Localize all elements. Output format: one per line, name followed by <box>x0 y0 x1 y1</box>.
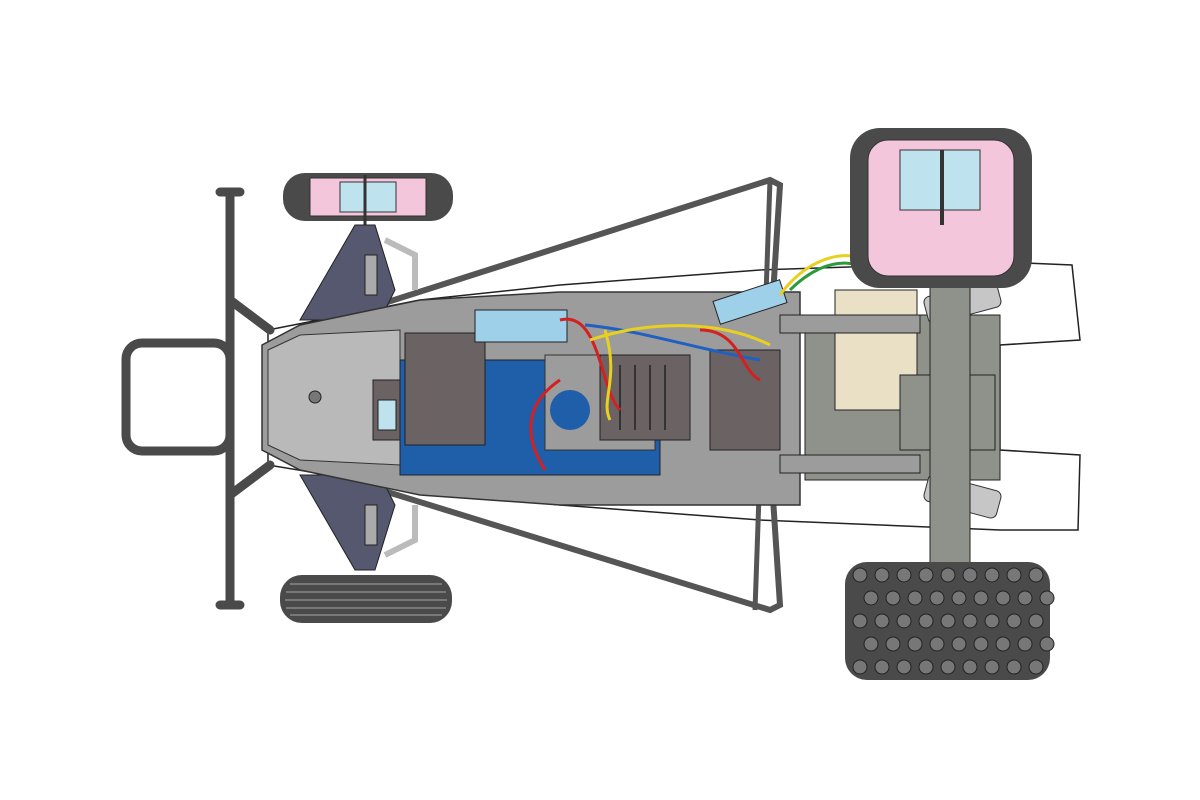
battery-cap <box>550 390 590 430</box>
tire-knob <box>1006 567 1022 583</box>
tire-knob <box>995 590 1011 606</box>
tire-knob <box>984 567 1000 583</box>
tire-knob <box>1028 613 1044 629</box>
tire-knob <box>951 636 967 652</box>
rear-arms <box>779 314 921 474</box>
tire-knob <box>995 636 1011 652</box>
tire-knob <box>962 567 978 583</box>
tire-knob <box>874 613 890 629</box>
tire-knob <box>1028 567 1044 583</box>
tire-knob <box>863 590 879 606</box>
tire-knob <box>973 590 989 606</box>
tire-knob <box>896 613 912 629</box>
tire-knob <box>1017 590 1033 606</box>
wiring <box>529 254 880 471</box>
tire-knob <box>929 636 945 652</box>
rear-right-wheel <box>845 562 1055 680</box>
tire-knob <box>1039 590 1055 606</box>
tire-knob <box>962 659 978 675</box>
servo-arm <box>377 399 397 431</box>
speed-controller <box>599 354 691 441</box>
tire-knob <box>1039 636 1055 652</box>
tire-knob <box>874 567 890 583</box>
tire-knob <box>907 590 923 606</box>
tire-knob <box>852 567 868 583</box>
tire-knob <box>984 659 1000 675</box>
receiver <box>404 332 486 446</box>
tire-knob <box>896 567 912 583</box>
tire-knob <box>951 590 967 606</box>
front-left-wheel <box>283 173 453 225</box>
tire-knob <box>918 613 934 629</box>
tire-knob <box>863 636 879 652</box>
tire-knob <box>973 636 989 652</box>
tire-knob <box>885 590 901 606</box>
front-shock-top <box>364 254 378 296</box>
front-bumper <box>121 187 275 610</box>
tire-knob <box>918 659 934 675</box>
tire-knob <box>896 659 912 675</box>
tire-knob <box>940 613 956 629</box>
tire-knob <box>874 659 890 675</box>
tire-knob <box>929 590 945 606</box>
tire-knob <box>1006 613 1022 629</box>
tire-knob <box>918 567 934 583</box>
connector <box>474 309 568 343</box>
tire-knob <box>940 659 956 675</box>
tire-knob <box>1017 636 1033 652</box>
tire-knob <box>962 613 978 629</box>
tire-knob <box>852 659 868 675</box>
servo-saver <box>308 390 322 404</box>
tire-knob <box>1028 659 1044 675</box>
tire-knob <box>984 613 1000 629</box>
tire-knob <box>907 636 923 652</box>
front-right-wheel <box>280 575 452 623</box>
servo-box <box>709 349 781 451</box>
front-suspension <box>299 224 418 571</box>
rear-left-wheel <box>850 128 1032 288</box>
front-shock-bottom <box>364 504 378 546</box>
tire-knob <box>885 636 901 652</box>
tire-knob <box>940 567 956 583</box>
tire-knob <box>1006 659 1022 675</box>
tire-knob <box>852 613 868 629</box>
heatsink-fins <box>619 365 666 430</box>
